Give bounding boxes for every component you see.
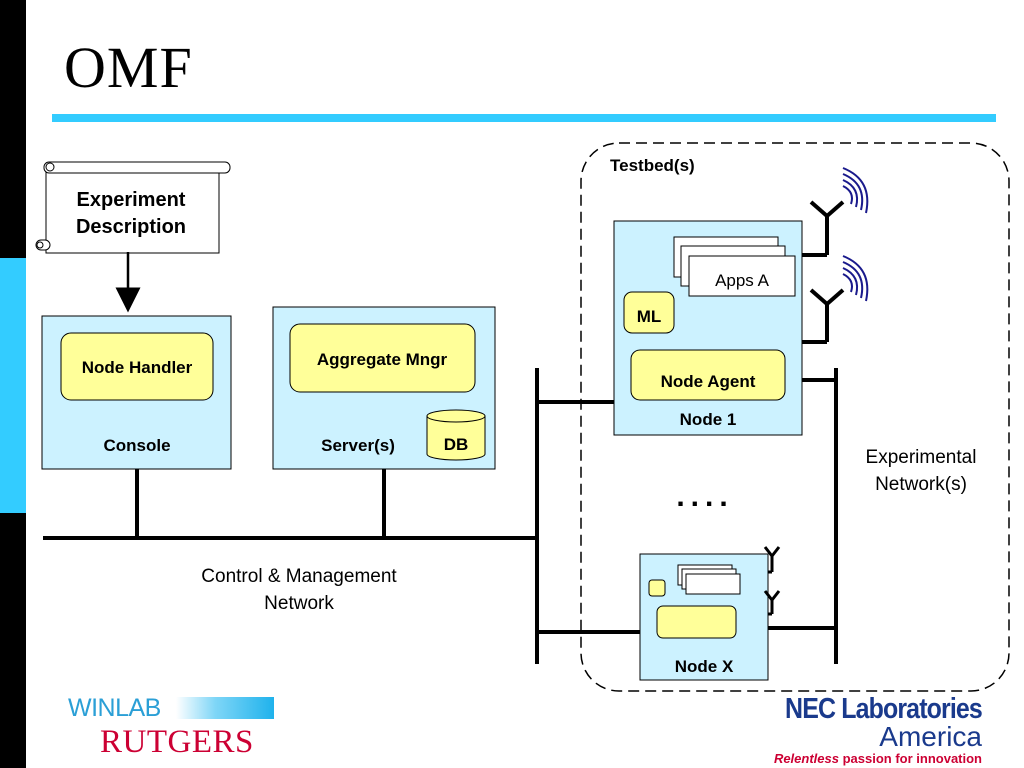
node1-box: Apps A ML Node Agent Node 1 bbox=[613, 220, 803, 436]
nodeX-ml-box bbox=[648, 579, 666, 597]
node-handler-label: Node Handler bbox=[82, 358, 193, 377]
node-agent-label: Node Agent bbox=[661, 372, 756, 391]
apps-box bbox=[688, 255, 796, 297]
nodeX-box: Node X bbox=[639, 553, 769, 681]
experiment-description-scroll: Experiment Description bbox=[35, 161, 231, 254]
nec-logo-title: NEC Laboratories bbox=[785, 693, 983, 725]
server-label: Server(s) bbox=[321, 436, 395, 455]
nec-logo-subtitle: America bbox=[879, 721, 982, 752]
slide-title: OMF bbox=[64, 35, 193, 100]
node1-antenna-top bbox=[802, 200, 845, 257]
nodeX-label: Node X bbox=[675, 657, 734, 676]
experiment-description-line2: Description bbox=[76, 216, 186, 238]
console-box: Node Handler Console bbox=[41, 315, 232, 470]
testbed-region bbox=[580, 142, 1010, 692]
nec-tagline-italic: Relentless bbox=[773, 751, 839, 766]
more-nodes-ellipsis: .... bbox=[676, 480, 733, 513]
server-box: Aggregate Mngr Server(s) DB bbox=[272, 306, 496, 470]
wireless-signal-icon bbox=[842, 255, 869, 302]
experiment-description-line1: Experiment bbox=[77, 189, 186, 211]
left-sidebar-accent bbox=[0, 258, 26, 513]
aggregate-manager-label: Aggregate Mngr bbox=[317, 350, 448, 369]
wireless-signal-icon bbox=[842, 167, 869, 214]
console-label: Console bbox=[103, 436, 170, 455]
nodeX-agent-box bbox=[656, 605, 737, 639]
database-label: DB bbox=[444, 435, 469, 454]
node1-label: Node 1 bbox=[680, 410, 737, 429]
control-network-label-line1: Control & Management bbox=[201, 566, 397, 587]
ml-box bbox=[623, 291, 675, 334]
nec-tagline-rest: passion for innovation bbox=[838, 751, 982, 766]
winlab-logo: WINLAB bbox=[68, 694, 276, 722]
nodeX-antenna-bottom bbox=[763, 590, 781, 616]
database-icon bbox=[426, 409, 486, 461]
node1-antenna-bottom bbox=[802, 288, 845, 344]
nec-logo: NEC Laboratories America Relentless pass… bbox=[753, 693, 983, 768]
node-agent-box bbox=[630, 349, 786, 401]
aggregate-manager-box bbox=[289, 323, 476, 393]
ml-label: ML bbox=[637, 307, 662, 326]
nodeX-apps-front bbox=[685, 573, 741, 595]
node-handler-box bbox=[60, 332, 214, 401]
nec-logo-tagline: Relentless passion for innovation bbox=[753, 750, 982, 768]
winlab-logo-text: WINLAB bbox=[68, 694, 161, 722]
winlab-logo-bar bbox=[176, 697, 274, 719]
experimental-network-label-line2: Network(s) bbox=[875, 474, 967, 495]
experimental-network-label-line1: Experimental bbox=[866, 447, 977, 468]
title-underline bbox=[52, 114, 996, 122]
apps-label: Apps A bbox=[715, 271, 770, 290]
testbed-label: Testbed(s) bbox=[610, 156, 695, 175]
nodeX-antenna-top bbox=[763, 546, 781, 574]
rutgers-logo: RUTGERS bbox=[100, 724, 254, 760]
control-network-label-line2: Network bbox=[264, 593, 334, 614]
